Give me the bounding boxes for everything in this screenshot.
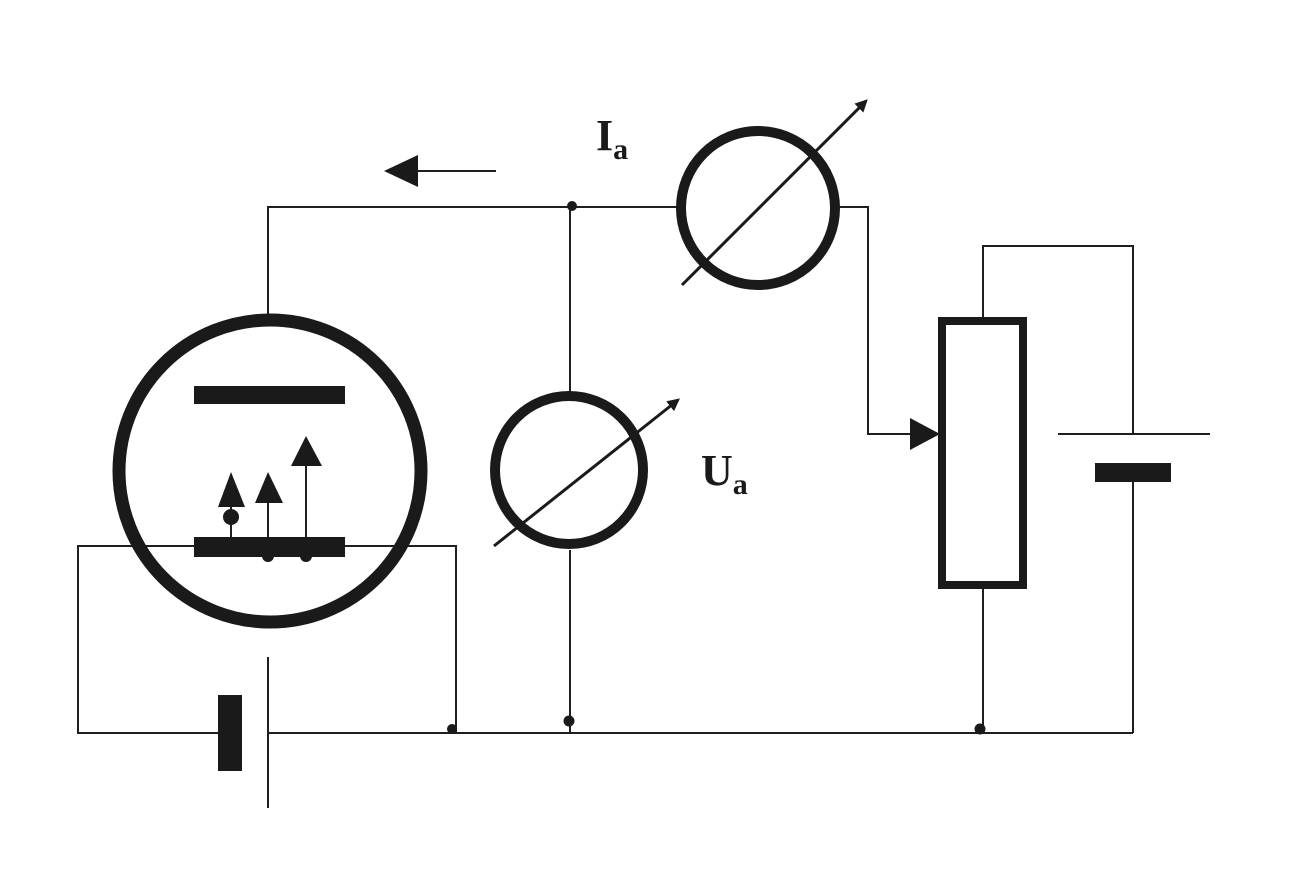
anode-battery <box>1058 433 1210 482</box>
voltmeter-adjust-arrow <box>493 398 680 548</box>
vacuum-diode <box>112 313 428 629</box>
diode-anode-plate <box>194 386 345 404</box>
anode-voltage-label: Ua <box>701 446 748 501</box>
ammeter-adjust-arrow <box>680 99 868 287</box>
junction-dot <box>974 723 986 735</box>
junction-dot <box>567 201 577 211</box>
junction-dot <box>447 724 457 734</box>
junctions <box>447 201 986 735</box>
pot-top-wire <box>982 245 1134 434</box>
anode-lead-wire <box>267 206 680 322</box>
potentiometer-body <box>938 317 1027 589</box>
voltmeter <box>490 391 680 549</box>
cathode-dot <box>300 550 312 562</box>
current-direction-arrow <box>384 155 496 187</box>
anode-battery-negative-plate <box>1095 463 1171 482</box>
circuit-wires <box>77 206 1134 734</box>
wiper-wire <box>836 206 912 435</box>
diode-envelope <box>112 313 428 629</box>
ammeter <box>676 99 868 290</box>
cathode-return-wire <box>343 545 457 733</box>
potentiometer <box>910 317 1027 589</box>
heater-battery-negative-plate <box>218 695 242 771</box>
junction-dot <box>563 715 575 727</box>
anode-current-label: Ia <box>596 111 628 166</box>
cathode-dot <box>262 550 274 562</box>
ammeter-body <box>676 126 840 290</box>
heater-battery <box>218 657 269 808</box>
heater-loop-wire <box>77 545 218 734</box>
electron-emission-arrows <box>218 436 322 537</box>
voltmeter-body <box>490 391 648 549</box>
potentiometer-wiper-arrow <box>910 418 940 450</box>
